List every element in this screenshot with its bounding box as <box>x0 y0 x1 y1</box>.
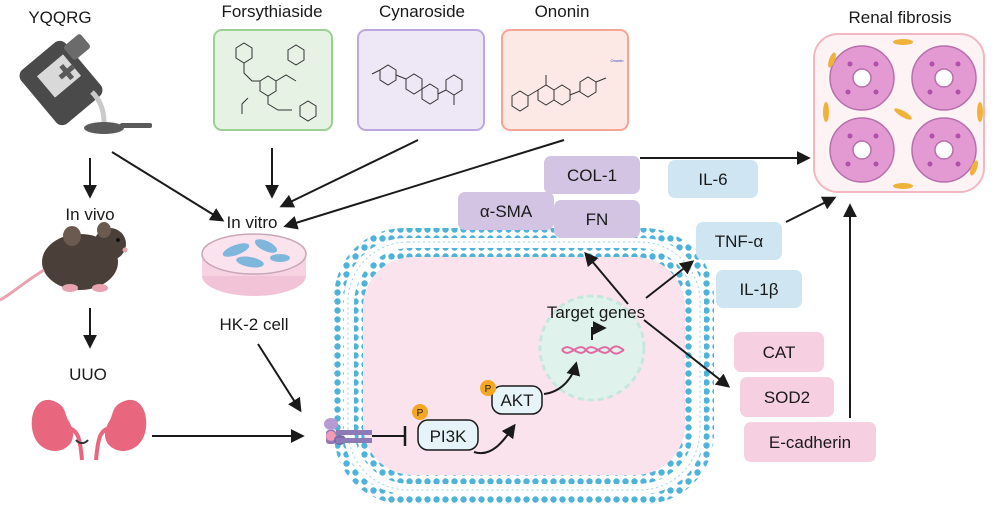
marker-box-il1b <box>716 270 802 308</box>
renal-fibrosis-label: Renal fibrosis <box>849 8 952 27</box>
marker-ecadherin-label: E-cadherin <box>769 433 851 452</box>
marker-col1-label: COL-1 <box>567 166 617 185</box>
hk2-cell-label: HK-2 cell <box>220 315 289 334</box>
marker-il6-label: IL-6 <box>698 170 727 189</box>
uuo-label: UUO <box>69 365 107 384</box>
nucleus <box>538 294 646 402</box>
petri-dish-icon <box>201 233 307 296</box>
marker-cat-label: CAT <box>763 343 796 362</box>
drug-label: YQQRG <box>28 8 91 27</box>
akt-node <box>491 385 543 415</box>
pi3k-node <box>417 419 479 451</box>
marker-box-ecadherin <box>744 422 876 462</box>
marker-box-cat <box>734 332 824 372</box>
marker-box-il6 <box>668 160 758 198</box>
arrow-hk2-to-receptor <box>257 343 302 413</box>
compound-2-box <box>357 29 485 131</box>
arrow-compound2-to-invitro <box>279 139 419 208</box>
arrow-inflammation-to-outcome <box>785 196 837 223</box>
arrow-genes-to-fibrosis-markers <box>584 251 629 305</box>
compound-3-name: Ononin <box>535 2 590 21</box>
marker-box-tnfa <box>696 222 782 260</box>
phospho-badge-akt <box>480 380 496 396</box>
compound-2-name: Cynaroside <box>379 2 465 21</box>
kidney-icon <box>31 399 147 461</box>
phospho-badge-pi3k <box>412 404 428 420</box>
compound-1-box <box>213 29 333 131</box>
cell-body <box>334 228 714 504</box>
arrow-genes-to-antioxidant-markers <box>643 319 731 388</box>
arrow-compound3-to-invitro <box>283 139 565 230</box>
compound-3-tag: Ononin <box>611 58 624 63</box>
arrow-genes-to-inflammation-markers <box>645 260 695 299</box>
compound-2-structure-icon <box>371 64 463 105</box>
receptor-icon <box>324 418 372 445</box>
marker-tnfa-label: TNF-α <box>715 232 764 251</box>
marker-box-sod2 <box>740 377 834 417</box>
arrow-akt-to-nucleus <box>543 361 581 395</box>
compound-1-structure-icon <box>235 42 317 122</box>
renal-tissue-icon <box>813 33 985 193</box>
phospho-label-akt: P <box>485 384 492 395</box>
medicine-bottle-icon <box>19 34 107 126</box>
marker-sod2-label: SOD2 <box>764 388 810 407</box>
phospho-label-pi3k: P <box>417 408 424 419</box>
mouse-icon <box>0 222 128 302</box>
marker-box-asma <box>458 192 554 230</box>
compound-1-name: Forsythiaside <box>221 2 322 21</box>
in-vivo-label: In vivo <box>65 205 114 224</box>
target-genes-label: Target genes <box>547 303 645 322</box>
marker-box-col1 <box>544 156 640 194</box>
spoon-icon <box>84 122 152 134</box>
marker-il1b-label: IL-1β <box>739 280 778 299</box>
arrow-drug-to-invitro <box>111 151 225 222</box>
in-vitro-label: In vitro <box>226 213 277 232</box>
marker-box-fn <box>554 200 640 238</box>
compound-3-structure-icon <box>511 75 607 112</box>
arrow-pi3k-to-akt <box>473 423 516 455</box>
compound-3-box <box>501 29 629 131</box>
marker-fn-label: FN <box>586 210 609 229</box>
pi3k-label: PI3K <box>430 427 468 446</box>
akt-label: AKT <box>500 391 533 410</box>
marker-asma-label: α-SMA <box>480 202 533 221</box>
